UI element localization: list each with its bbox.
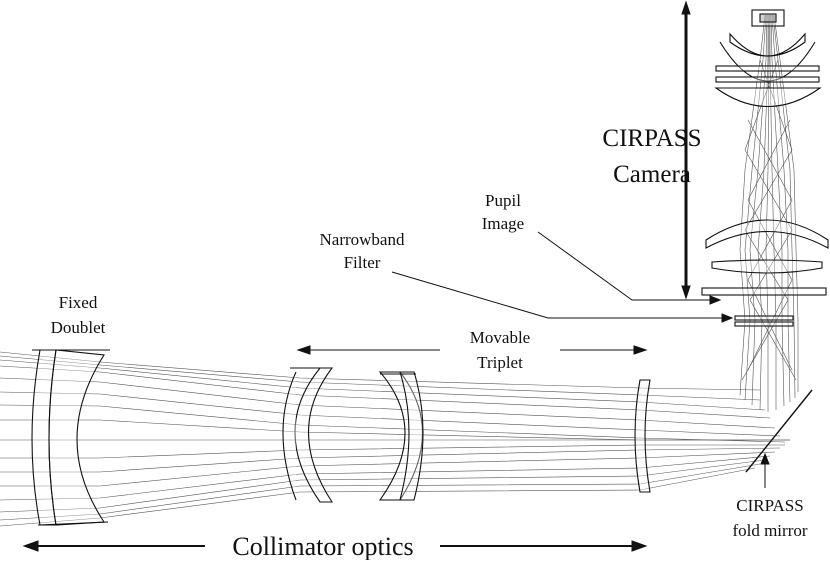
annotation-group (22, 0, 770, 552)
mirror-label-line2: fold mirror (732, 521, 807, 540)
doublet-label-line2: Doublet (51, 318, 106, 337)
narrowband-filter (734, 315, 794, 321)
label-group: CIRPASS Camera Pupil Image Narrowband Fi… (51, 125, 808, 561)
mirror-label-line1: CIRPASS (736, 496, 803, 515)
filter-label-line2: Filter (344, 253, 381, 272)
camera-lens-1 (729, 32, 806, 57)
field-lens (634, 379, 651, 493)
collimator-rays (0, 351, 790, 527)
camera-rays (739, 14, 799, 412)
camera-plate-1 (715, 65, 820, 72)
triplet-motion-arrow (296, 345, 648, 355)
pupil-window (701, 287, 827, 296)
narrowband-filter-leader (391, 271, 734, 323)
lens-group (31, 349, 651, 526)
pupil-image-leader (537, 231, 722, 305)
camera-lens-4 (705, 219, 829, 249)
ray-bundle (0, 14, 799, 527)
camera-extent-arrow (681, 0, 691, 300)
fixed-doublet-lens (31, 349, 110, 526)
camera-lens-5 (711, 259, 823, 274)
triplet-label-line1: Movable (470, 328, 530, 347)
filter-plate (734, 321, 794, 327)
collimator-extent-arrow (22, 540, 648, 552)
doublet-label-line1: Fixed (59, 293, 98, 312)
camera-label-line2: Camera (613, 161, 691, 188)
filter-label-line1: Narrowband (320, 230, 405, 249)
camera-label-line1: CIRPASS (602, 125, 701, 152)
camera-lens-group (701, 9, 829, 327)
camera-plate-2 (715, 76, 820, 83)
camera-lens-3 (714, 87, 822, 107)
fold-mirror (745, 389, 813, 473)
camera-detector (751, 9, 785, 27)
pupil-label-line1: Pupil (485, 191, 521, 210)
camera-lens-2 (719, 41, 816, 82)
fold-mirror-arrow (760, 452, 770, 488)
collimator-label: Collimator optics (232, 532, 413, 560)
triplet-label-line2: Triplet (477, 353, 523, 372)
movable-triplet-lens (282, 367, 424, 503)
pupil-label-line2: Image (482, 214, 524, 233)
